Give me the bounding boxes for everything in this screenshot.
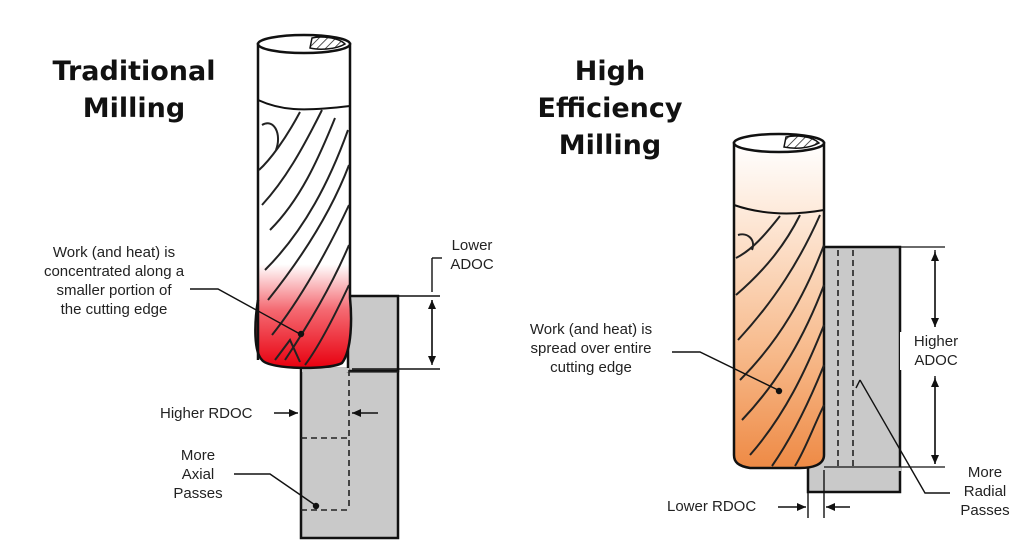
right-title-line-3: Milling xyxy=(558,130,662,161)
right-passes-line-1: More xyxy=(967,464,1003,481)
right-title-line-2: Efficiency xyxy=(537,93,683,124)
right-heat-note: Work (and heat) is spread over entire cu… xyxy=(510,320,672,377)
right-rdoc-label: Lower RDOC xyxy=(667,498,757,515)
left-adoc-line-2: ADOC xyxy=(450,256,494,273)
left-adoc-line-1: Lower xyxy=(451,237,493,254)
left-end-mill xyxy=(254,33,353,370)
right-title-line-1: High xyxy=(574,56,646,87)
left-title-line-2: Milling xyxy=(82,93,186,124)
left-annotations xyxy=(190,257,442,510)
right-adoc-line-1: Higher xyxy=(913,333,959,350)
right-passes-line-2: Radial xyxy=(963,483,1007,500)
right-adoc-label: Higher ADOC xyxy=(900,332,972,370)
left-title-line-1: Traditional xyxy=(52,56,216,87)
right-heat-note-line-2: spread over entire xyxy=(530,340,652,357)
left-heat-note: Work (and heat) is concentrated along a … xyxy=(14,243,214,319)
left-heat-note-line-4: the cutting edge xyxy=(60,301,168,318)
left-passes-line-2: Axial xyxy=(181,466,215,483)
left-heat-note-line-1: Work (and heat) is xyxy=(52,244,176,261)
left-workpiece xyxy=(299,294,400,540)
right-heat-note-line-3: cutting edge xyxy=(550,359,632,376)
right-heat-note-line-1: Work (and heat) is xyxy=(529,321,653,338)
right-passes-label: More Radial Passes xyxy=(950,463,1020,520)
left-passes-line-3: Passes xyxy=(173,485,223,502)
right-annotations xyxy=(672,250,950,518)
left-title: Traditional Milling xyxy=(44,53,224,127)
left-heat-note-line-2: concentrated along a xyxy=(43,263,185,280)
left-adoc-label: Lower ADOC xyxy=(440,236,504,274)
left-passes-label: More Axial Passes xyxy=(162,446,234,503)
right-passes-line-3: Passes xyxy=(960,502,1010,519)
right-end-mill xyxy=(732,132,826,470)
left-passes-line-1: More xyxy=(180,447,216,464)
right-title: High Efficiency Milling xyxy=(520,53,700,164)
left-rdoc-label: Higher RDOC xyxy=(160,405,253,422)
left-heat-note-line-3: smaller portion of xyxy=(56,282,172,299)
right-adoc-line-2: ADOC xyxy=(914,352,958,369)
